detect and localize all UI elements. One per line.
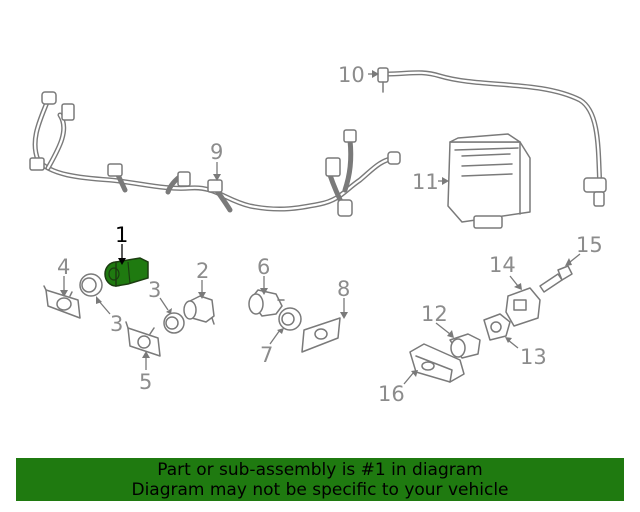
sensor-part-2[interactable] xyxy=(183,295,215,325)
callout-14[interactable]: 14 xyxy=(489,253,516,277)
wiring-harness[interactable] xyxy=(29,91,401,217)
holder-part-13[interactable] xyxy=(483,313,511,341)
callout-7[interactable]: 7 xyxy=(260,343,273,367)
callout-1[interactable]: 1 xyxy=(115,223,128,247)
callout-16[interactable]: 16 xyxy=(378,382,405,406)
callout-6[interactable]: 6 xyxy=(257,255,270,279)
callout-3a[interactable]: 3 xyxy=(110,312,123,336)
bolt-part-15[interactable] xyxy=(539,265,573,293)
callout-8[interactable]: 8 xyxy=(337,277,350,301)
banner-line-1: Part or sub-assembly is #1 in diagram xyxy=(157,460,483,480)
callout-4[interactable]: 4 xyxy=(57,255,70,279)
callout-5[interactable]: 5 xyxy=(139,370,152,394)
ring-part-3[interactable] xyxy=(79,273,185,334)
callout-13[interactable]: 13 xyxy=(520,345,547,369)
callout-9[interactable]: 9 xyxy=(210,140,223,164)
bracket-part-5[interactable] xyxy=(125,321,161,357)
callout-3b[interactable]: 3 xyxy=(148,278,161,302)
sensor-harness[interactable] xyxy=(377,67,607,207)
parts-diagram: 1 2 3 3 4 5 6 7 8 9 10 11 12 13 14 15 16 xyxy=(29,63,607,406)
callout-12[interactable]: 12 xyxy=(421,302,448,326)
ring-part-7[interactable] xyxy=(278,307,302,331)
callout-2[interactable]: 2 xyxy=(196,259,209,283)
cover-part-16[interactable] xyxy=(409,343,465,383)
leader-arrows xyxy=(60,70,581,385)
sensor-part-6[interactable] xyxy=(248,289,285,317)
parking-sensor-highlighted[interactable] xyxy=(104,257,149,287)
control-module[interactable] xyxy=(447,133,531,229)
sensor-part-12[interactable] xyxy=(449,333,481,359)
callout-10[interactable]: 10 xyxy=(338,63,365,87)
part-info-banner: Part or sub-assembly is #1 in diagram Di… xyxy=(16,458,624,501)
banner-line-2: Diagram may not be specific to your vehi… xyxy=(131,480,509,500)
bracket-part-4[interactable] xyxy=(43,285,81,319)
bracket-part-14[interactable] xyxy=(505,287,541,327)
callout-15[interactable]: 15 xyxy=(576,233,603,257)
callout-labels: 1 2 3 3 4 5 6 7 8 9 10 11 12 13 14 15 16 xyxy=(57,63,603,406)
callout-11[interactable]: 11 xyxy=(412,170,439,194)
bezel-part-8[interactable] xyxy=(301,317,341,353)
